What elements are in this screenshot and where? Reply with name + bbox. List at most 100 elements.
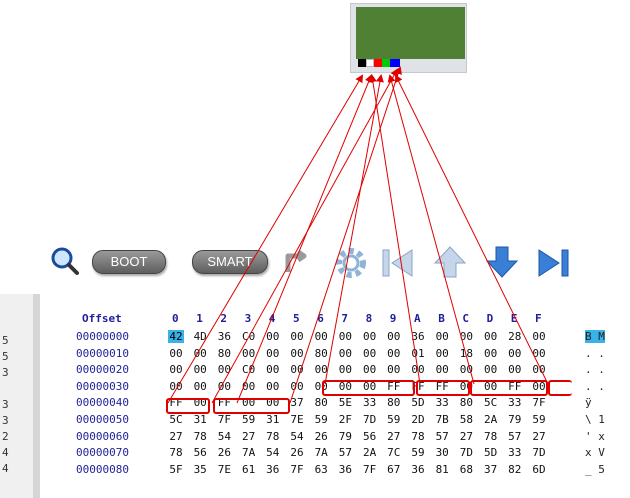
hex-byte-cell[interactable]: 33 xyxy=(508,446,522,460)
hex-byte-cell[interactable]: 00 xyxy=(266,363,280,377)
hex-byte-cell[interactable]: 00 xyxy=(532,330,546,343)
hex-byte-cell[interactable]: 6D xyxy=(532,462,546,476)
hex-byte-cell[interactable]: 00 xyxy=(193,346,207,360)
hex-byte-cell[interactable]: 79 xyxy=(508,413,522,426)
hex-byte-cell[interactable]: 61 xyxy=(241,462,256,476)
hex-byte-cell[interactable]: 00 xyxy=(266,379,280,393)
hex-byte-cell[interactable]: 80 xyxy=(459,396,474,410)
ascii-cell[interactable]: ÿ xyxy=(585,396,592,410)
hex-byte-cell[interactable]: 00 xyxy=(435,363,449,377)
hex-byte-cell[interactable]: 59 xyxy=(411,446,425,460)
hex-byte-cell[interactable]: 80 xyxy=(217,346,232,360)
ascii-cell[interactable]: . . xyxy=(585,346,605,360)
hex-byte-cell[interactable]: 56 xyxy=(362,429,377,443)
hex-byte-cell[interactable]: 78 xyxy=(483,429,498,443)
ascii-cell[interactable]: . . xyxy=(585,379,605,393)
hex-byte-cell[interactable]: 7F xyxy=(362,462,377,476)
hex-byte-cell[interactable]: 00 xyxy=(362,330,377,343)
hex-byte-cell[interactable]: 00 xyxy=(435,330,449,343)
hex-byte-cell[interactable]: 00 xyxy=(314,330,328,343)
hex-byte-cell[interactable]: 33 xyxy=(435,396,449,410)
hex-byte-cell[interactable]: 31 xyxy=(193,413,207,426)
hex-byte-cell[interactable]: 42 xyxy=(168,330,184,343)
hex-byte-cell[interactable]: 80 xyxy=(314,346,328,360)
hex-byte-cell[interactable]: 00 xyxy=(193,379,207,393)
hex-byte-cell[interactable]: 00 xyxy=(290,346,304,360)
arrow-down-icon[interactable] xyxy=(484,244,520,280)
hex-byte-cell[interactable]: 59 xyxy=(387,413,401,426)
smart-button[interactable]: SMART xyxy=(192,250,268,274)
hex-byte-cell[interactable]: 36 xyxy=(338,462,353,476)
hex-byte-cell[interactable]: 2D xyxy=(411,413,425,426)
hex-byte-cell[interactable]: 57 xyxy=(508,429,522,443)
hex-byte-cell[interactable]: 27 xyxy=(241,429,256,443)
hex-byte-cell[interactable]: 00 xyxy=(483,379,498,393)
ascii-cell[interactable]: \ 1 xyxy=(585,413,605,426)
hex-byte-cell[interactable]: 4D xyxy=(193,330,207,343)
hex-byte-cell[interactable]: 67 xyxy=(387,462,401,476)
hex-byte-cell[interactable]: 36 xyxy=(411,462,425,476)
hex-byte-cell[interactable]: 5D xyxy=(411,396,425,410)
hex-byte-cell[interactable]: 00 xyxy=(290,379,304,393)
hex-byte-cell[interactable]: 00 xyxy=(483,363,498,377)
hex-byte-cell[interactable]: 00 xyxy=(387,363,401,377)
hex-byte-cell[interactable]: 54 xyxy=(266,446,280,460)
hex-byte-cell[interactable]: 00 xyxy=(338,330,353,343)
hex-byte-cell[interactable]: 80 xyxy=(314,396,328,410)
go-last-icon[interactable] xyxy=(536,246,572,280)
hex-byte-cell[interactable]: 78 xyxy=(411,429,425,443)
hex-byte-cell[interactable]: 00 xyxy=(169,363,183,377)
hex-byte-cell[interactable]: 7F xyxy=(532,396,546,410)
hex-byte-cell[interactable]: 00 xyxy=(241,346,256,360)
hex-byte-cell[interactable]: 7E xyxy=(290,413,304,426)
ascii-cell[interactable]: _ 5 xyxy=(585,462,605,476)
hex-byte-cell[interactable]: 27 xyxy=(532,429,546,443)
hex-byte-cell[interactable]: 56 xyxy=(193,446,207,460)
search-icon[interactable] xyxy=(50,246,80,276)
hex-byte-cell[interactable]: 31 xyxy=(266,413,280,426)
hex-byte-cell[interactable]: FF xyxy=(508,379,522,393)
hex-byte-cell[interactable]: 00 xyxy=(387,346,401,360)
hex-byte-cell[interactable]: 5C xyxy=(169,413,183,426)
hex-byte-cell[interactable]: 00 xyxy=(314,379,328,393)
hex-byte-cell[interactable]: 35 xyxy=(193,462,207,476)
hex-byte-cell[interactable]: 7B xyxy=(435,413,449,426)
hex-byte-cell[interactable]: 36 xyxy=(266,462,280,476)
hex-byte-cell[interactable]: 36 xyxy=(217,330,232,343)
hex-byte-cell[interactable]: 2A xyxy=(483,413,498,426)
boot-button[interactable]: BOOT xyxy=(92,250,166,274)
hex-byte-cell[interactable]: 7E xyxy=(217,462,232,476)
hex-byte-cell[interactable]: 26 xyxy=(314,429,328,443)
hex-byte-cell[interactable]: 63 xyxy=(314,462,328,476)
hex-byte-cell[interactable]: 5D xyxy=(483,446,498,460)
hex-byte-cell[interactable]: 00 xyxy=(483,330,498,343)
hex-byte-cell[interactable]: 26 xyxy=(217,446,232,460)
hex-byte-cell[interactable]: 00 xyxy=(387,330,401,343)
hex-byte-cell[interactable]: 68 xyxy=(459,462,474,476)
ascii-cell[interactable]: B M xyxy=(585,330,605,343)
hex-byte-cell[interactable]: 33 xyxy=(508,396,522,410)
hex-byte-cell[interactable]: 00 xyxy=(459,330,474,343)
hex-byte-cell[interactable]: 7A xyxy=(314,446,328,460)
hex-byte-cell[interactable]: 57 xyxy=(435,429,449,443)
hex-byte-cell[interactable]: 7D xyxy=(532,446,546,460)
hex-byte-cell[interactable]: 79 xyxy=(338,429,353,443)
hex-byte-cell[interactable]: 00 xyxy=(266,330,280,343)
ascii-cell[interactable]: ' x xyxy=(585,429,605,443)
hex-byte-cell[interactable]: 37 xyxy=(290,396,304,410)
hex-byte-cell[interactable]: 5F xyxy=(169,462,183,476)
hex-byte-cell[interactable]: 00 xyxy=(338,379,353,393)
hex-byte-cell[interactable]: 00 xyxy=(338,363,353,377)
hex-byte-cell[interactable]: 00 xyxy=(290,330,304,343)
hex-byte-cell[interactable]: 28 xyxy=(508,330,522,343)
hex-byte-cell[interactable]: 27 xyxy=(459,429,474,443)
ascii-cell[interactable]: x V xyxy=(585,446,605,460)
hex-byte-cell[interactable]: 00 xyxy=(508,346,522,360)
hex-byte-cell[interactable]: 27 xyxy=(387,429,401,443)
hex-byte-cell[interactable]: 59 xyxy=(241,413,256,426)
hex-byte-cell[interactable]: 00 xyxy=(483,346,498,360)
hex-byte-cell[interactable]: 00 xyxy=(362,379,377,393)
hex-byte-cell[interactable]: 7A xyxy=(241,446,256,460)
hex-byte-cell[interactable]: 59 xyxy=(532,413,546,426)
hex-byte-cell[interactable]: 00 xyxy=(217,363,232,377)
